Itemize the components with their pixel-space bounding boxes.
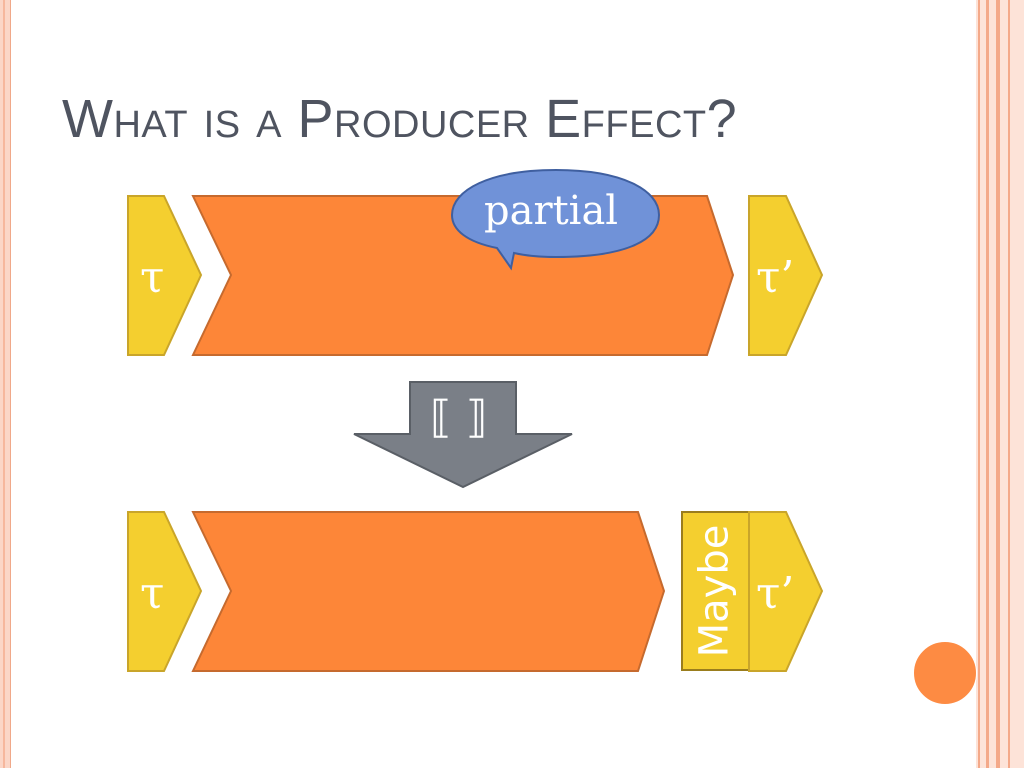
maybe-label: Maybe [691,524,738,658]
slide-title: What is a Producer Effect? [62,89,738,149]
effect-arrow-bottom [191,511,666,672]
slide-frame-right [976,0,1024,768]
input-type-label-top: τ [140,252,165,303]
transform-down-arrow [353,381,573,489]
input-type-chevron-top [127,195,203,356]
output-type-chevron-bottom [748,511,824,672]
input-type-chevron-bottom [127,511,203,672]
decorative-orange-dot [913,641,977,705]
partial-speech-bubble [450,168,661,271]
partial-bubble-label: partial [484,188,619,234]
input-type-label-bottom: τ [140,568,165,619]
maybe-wrapper: Maybe [680,512,748,670]
slide-frame-left-line [3,0,5,768]
maybe-wrapper-box [681,511,750,671]
output-type-chevron-top [748,195,824,356]
output-type-label-bottom: τ’ [756,568,795,619]
output-type-label-top: τ’ [756,252,795,303]
slide-frame-left [0,0,11,768]
transform-label: ⟦ ⟧ [430,392,488,443]
